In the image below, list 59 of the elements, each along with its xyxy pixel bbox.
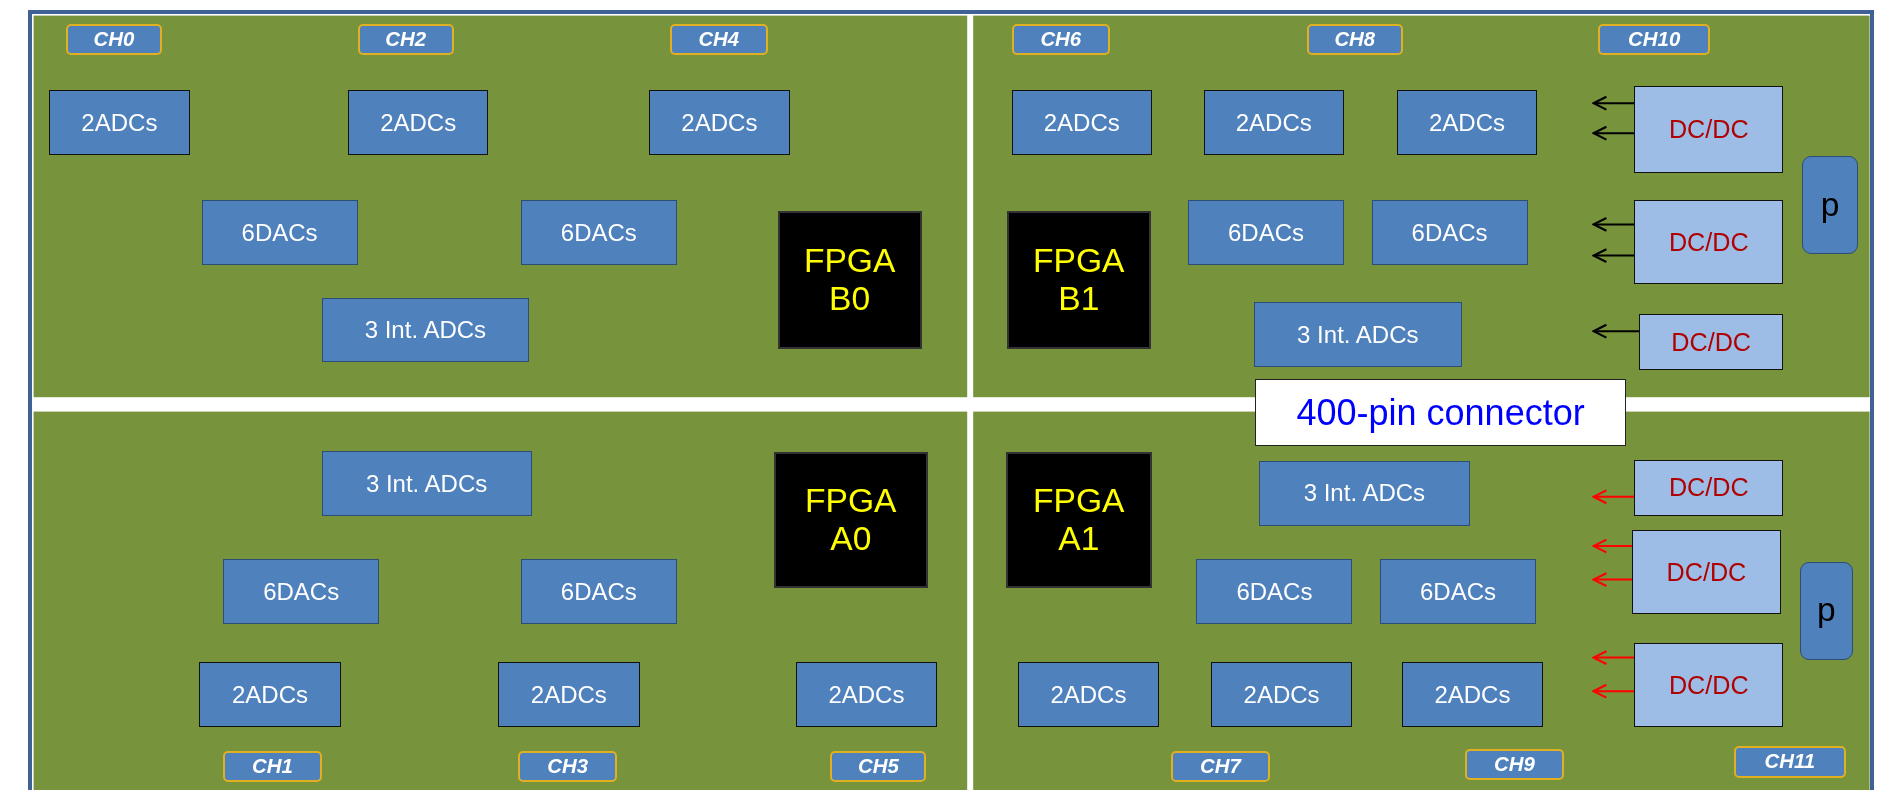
channel-label: CH6 [1011,24,1110,56]
adc-block: 2ADCs [49,90,190,155]
arrow [1592,125,1636,141]
power-block: p [1800,561,1853,660]
dc-dc-block: DC/DC [1634,200,1784,285]
dac-block: 6DACs [1371,200,1528,266]
channel-label: CH10 [1598,24,1710,56]
channel-label: CH4 [669,24,768,56]
dc-dc-block: DC/DC [1634,459,1784,516]
arrow [1592,248,1636,264]
adc-block: 2ADCs [1017,662,1160,728]
adc-block: 2ADCs [795,662,938,728]
channel-label: CH1 [223,751,322,783]
channel-label: CH3 [518,751,617,783]
adc-block: 2ADCs [649,90,790,155]
arrow [1592,489,1636,505]
arrow [1592,95,1636,111]
dc-dc-block: DC/DC [1634,86,1784,173]
dac-block: 6DACs [1380,559,1536,624]
channel-label: CH0 [66,24,162,56]
adc-block: 2ADCs [1396,90,1538,155]
adc-block: 3 Int. ADCs [321,451,532,516]
dc-dc-block: DC/DC [1639,314,1784,370]
channel-label: CH11 [1734,746,1846,778]
channel-label: CH9 [1465,748,1564,780]
arrow [1592,323,1641,339]
adc-block: 2ADCs [1401,662,1544,728]
arrow [1592,572,1633,588]
arrow [1592,683,1636,699]
power-block: p [1802,156,1858,255]
arrow [1592,650,1636,666]
adc-block: 3 Int. ADCs [1258,460,1470,526]
channel-label: CH7 [1171,751,1270,783]
channel-label: CH8 [1306,24,1403,56]
dac-block: 6DACs [223,559,380,624]
connector-label: 400-pin connector [1255,379,1626,447]
dac-block: 6DACs [520,559,677,624]
dac-block: 6DACs [201,200,358,266]
arrow [1592,538,1633,554]
adc-block: 2ADCs [1210,662,1353,728]
fpga-chip: FPGA B0 [777,211,922,350]
adc-block: 2ADCs [498,662,640,728]
adc-block: 2ADCs [199,662,341,728]
fpga-chip: FPGA B1 [1006,211,1151,350]
dc-dc-block: DC/DC [1632,530,1781,615]
adc-block: 3 Int. ADCs [1254,302,1462,368]
channel-label: CH5 [830,751,927,783]
arrow [1592,216,1636,232]
adc-block: 2ADCs [348,90,489,155]
channel-label: CH2 [357,24,454,56]
adc-block: 2ADCs [1203,90,1344,155]
dc-dc-block: DC/DC [1634,643,1784,728]
fpga-chip: FPGA A0 [774,452,928,588]
adc-block: 3 Int. ADCs [321,297,530,363]
dac-block: 6DACs [1188,200,1344,266]
dac-block: 6DACs [520,200,677,266]
dac-block: 6DACs [1196,559,1353,624]
fpga-chip: FPGA A1 [1005,452,1152,588]
adc-block: 2ADCs [1011,90,1152,155]
